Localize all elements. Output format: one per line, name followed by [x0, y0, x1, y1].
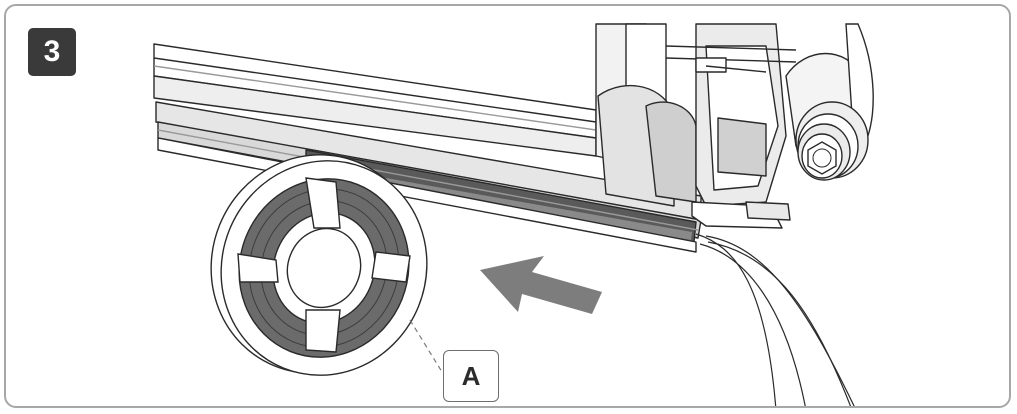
step-number-badge: 3 — [28, 28, 76, 76]
loose-tape-strand — [695, 233, 855, 406]
callout-label-a: A — [443, 350, 499, 402]
tape-reel-icon — [210, 154, 428, 376]
mounting-bracket — [595, 23, 797, 229]
step-illustration-frame: 3 A — [4, 4, 1011, 408]
track-rail — [153, 43, 702, 253]
callout-leader-line — [409, 319, 443, 373]
direction-arrow-icon — [480, 256, 602, 314]
hex-bolt-icon — [785, 23, 874, 181]
assembly-illustration — [153, 23, 874, 406]
